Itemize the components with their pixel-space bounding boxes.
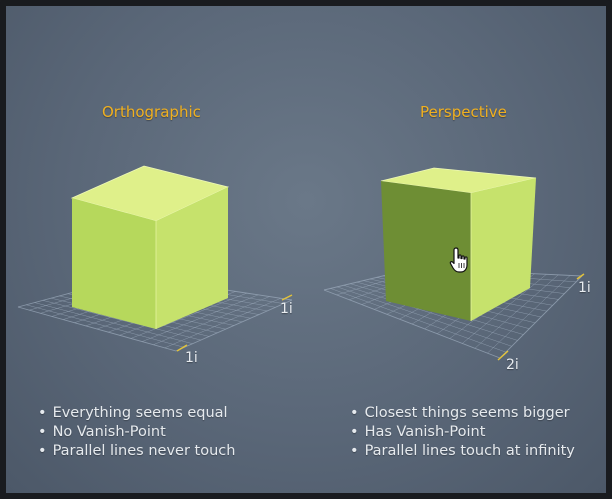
list-item: Everything seems equal	[38, 404, 235, 423]
orthographic-bullet-list: Everything seems equal No Vanish-Point P…	[38, 404, 236, 461]
illustration-canvas	[17, 165, 585, 361]
axis-markers	[176, 273, 585, 361]
orthographic-axis-label-x: 1i	[280, 301, 293, 317]
orthographic-cube	[70, 165, 230, 329]
list-item: Has Vanish-Point	[350, 423, 575, 442]
perspective-cube	[380, 167, 537, 321]
orthographic-axis-label-z: 1i	[185, 350, 198, 366]
perspective-axis-label-x: 1i	[578, 280, 591, 296]
list-item: Parallel lines never touch	[38, 442, 236, 461]
perspective-axis-label-z: 2i	[506, 357, 519, 373]
orthographic-title: Orthographic	[102, 103, 201, 121]
perspective-title: Perspective	[420, 103, 507, 121]
list-item: Closest things seems bigger	[350, 404, 575, 423]
list-item: No Vanish-Point	[38, 423, 235, 442]
perspective-bullet-list: Closest things seems bigger Has Vanish-P…	[350, 404, 575, 461]
list-item: Parallel lines touch at infinity	[350, 442, 575, 461]
hand-pointer-icon	[449, 247, 468, 273]
